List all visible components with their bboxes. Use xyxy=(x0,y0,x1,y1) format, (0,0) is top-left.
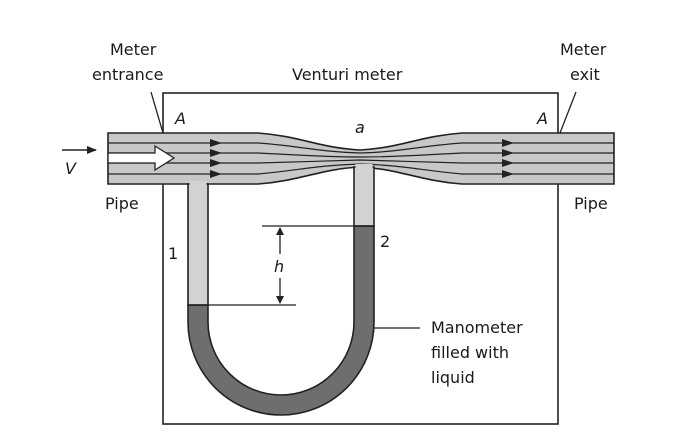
flow-arrowheads xyxy=(210,139,514,178)
tap-1-label: 1 xyxy=(168,244,178,263)
manometer-label-line1: Manometer xyxy=(431,318,523,337)
meter-housing xyxy=(162,92,559,425)
meter-exit-label-line1: Meter xyxy=(560,40,607,59)
tap-2-label: 2 xyxy=(380,232,390,251)
meter-entrance-label-line2: entrance xyxy=(92,65,163,84)
venturi-meter-title: Venturi meter xyxy=(292,65,403,84)
exit-leader-line xyxy=(559,91,577,134)
section-a-right-label: A xyxy=(536,109,548,128)
hollow-flow-arrow-icon xyxy=(107,144,176,172)
meter-exit-label-line2: exit xyxy=(570,65,600,84)
pipe-right-label: Pipe xyxy=(574,194,608,213)
velocity-v-label: V xyxy=(65,159,77,178)
entrance-leader-line xyxy=(150,91,164,134)
height-h-label: h xyxy=(274,257,284,276)
manometer-left-tube xyxy=(187,183,209,306)
venturi-pipe xyxy=(107,132,615,185)
manometer-label-line3: liquid xyxy=(431,368,475,387)
meter-entrance-label-line1: Meter xyxy=(110,40,157,59)
manometer-label-line2: filled with xyxy=(431,343,509,362)
manometer-u-tube-liquid xyxy=(187,225,375,416)
streamlines xyxy=(108,142,614,175)
manometer-right-tube xyxy=(353,166,375,227)
throat-a-label: a xyxy=(355,118,365,137)
section-a-left-label: A xyxy=(174,109,186,128)
pipe-left-label: Pipe xyxy=(105,194,139,213)
